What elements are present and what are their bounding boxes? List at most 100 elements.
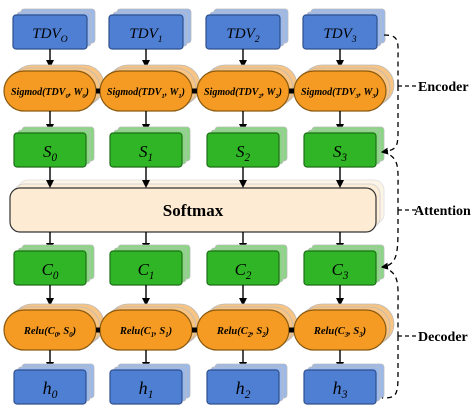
sigmoid-label-sub2: 3 [371,93,376,100]
sigmoid-node: Sigmod(TDV1, W1) [99,64,201,112]
relu-label-sub2: 0 [69,332,73,339]
sigmoid-label-end: ) [375,87,379,98]
input-label-base: TDV [323,26,353,42]
attention-bracket [381,151,399,210]
sigmoid-node: Sigmod(TDV2, W2) [196,64,298,112]
state-label: S2 [236,142,251,164]
encoder-bracket [383,34,399,82]
context-label-base: C [138,260,150,279]
input-label-base: TDV [226,26,256,42]
relu-label-end: ) [72,326,77,337]
context-label-base: C [42,260,54,279]
output-label: h0 [43,378,58,401]
state-label-subscript: 2 [244,152,250,164]
state-node: S1 [109,126,191,168]
input-label-base: TDV [129,26,159,42]
relu-node: Relu(C0, S0) [3,303,105,351]
output-node: h3 [303,363,385,405]
state-label: S1 [139,142,153,164]
output-label: h2 [236,378,251,401]
relu-label-mid: , S [250,326,262,337]
sigmoid-label-fn: Sigmod(TDV [301,87,357,98]
relu-label: Relu(C2, S2) [216,326,269,339]
output-label-subscript: 2 [245,388,251,401]
context-node: C1 [109,244,191,286]
softmax-block: Softmax [9,179,385,233]
relu-label-end: ) [168,326,173,337]
sigmoid-label-mid: , W [358,87,374,98]
encoder-bracket-lower [381,86,399,155]
sigmoid-label-sub1: 1 [161,93,164,100]
state-label-subscript: 3 [340,152,347,164]
encoder-label: Encoder [418,80,469,95]
relu-label-mid: , S [57,326,69,337]
context-node: C2 [206,244,288,286]
sigmoid-label-sub1: 3 [354,93,359,100]
output-node: h0 [13,363,95,405]
state-label-subscript: 0 [51,152,57,164]
relu-label-sub1: 0 [55,332,59,339]
sigmoid-label: Sigmod(TDV2, W2) [204,87,282,100]
context-label: C0 [42,260,59,282]
sigmoid-label-end: ) [181,87,185,98]
attention-label: Attention [414,204,471,219]
relu-label: Relu(C0, S0) [23,326,76,339]
relu-label-end: ) [362,326,367,337]
sigmoid-label-mid: , W [164,87,180,98]
context-label: C2 [235,260,252,282]
sigmoid-node: Sigmod(TDV3, W3) [293,64,395,112]
relu-label-mid: , S [153,326,165,337]
output-label: h1 [139,378,154,401]
state-label-base: S [43,142,52,161]
relu-label-fn: Relu(C [23,326,56,337]
relu-label: Relu(C1, S1) [119,326,172,339]
sigmoid-label-fn: Sigmod(TDV [11,87,67,98]
sigmoid-node: Sigmod(TDV0, W0) [3,64,105,112]
context-label-subscript: 0 [53,270,59,282]
input-label: TDV1 [129,26,162,45]
sigmoid-label: Sigmod(TDV0, W0) [11,87,89,100]
input-label-base: TDV [32,26,62,42]
context-node: C3 [303,244,385,286]
context-label: C3 [332,260,349,282]
relu-label-sub2: 1 [165,332,168,339]
output-label-subscript: 0 [52,388,58,401]
input-label: TDVO [32,26,67,45]
context-label-base: C [235,260,247,279]
input-label-subscript: 2 [255,34,260,45]
relu-node: Relu(C3, S3) [293,303,395,351]
sigmoid-label-fn: Sigmod(TDV [107,87,163,98]
relu-label-mid: , S [347,326,359,337]
relu-label-sub1: 3 [344,332,349,339]
decoder-label: Decoder [418,330,468,345]
output-label-subscript: 3 [341,388,348,401]
output-label-base: h [333,378,342,398]
output-node: h1 [109,363,191,405]
state-node: S2 [206,126,288,168]
relu-label-sub1: 1 [151,332,154,339]
sigmoid-label-fn: Sigmod(TDV [204,87,260,98]
state-node: S0 [13,126,95,168]
output-label-base: h [236,378,245,398]
relu-label-fn: Relu(C [119,326,152,337]
input-node: TDVO [12,8,96,50]
sigmoid-label-sub1: 0 [65,93,69,100]
relu-node: Relu(C1, S1) [99,303,201,351]
output-node: h2 [206,363,288,405]
input-node: TDV3 [302,8,386,50]
relu-label-fn: Relu(C [216,326,249,337]
state-label-base: S [236,142,245,161]
output-label: h3 [333,378,348,401]
relu-label-end: ) [265,326,270,337]
sigmoid-label-sub1: 2 [257,93,262,100]
sigmoid-label-sub2: 1 [178,93,181,100]
sigmoid-label-sub2: 2 [274,93,279,100]
side-brackets: Encoder Attention Decoder [381,34,471,399]
